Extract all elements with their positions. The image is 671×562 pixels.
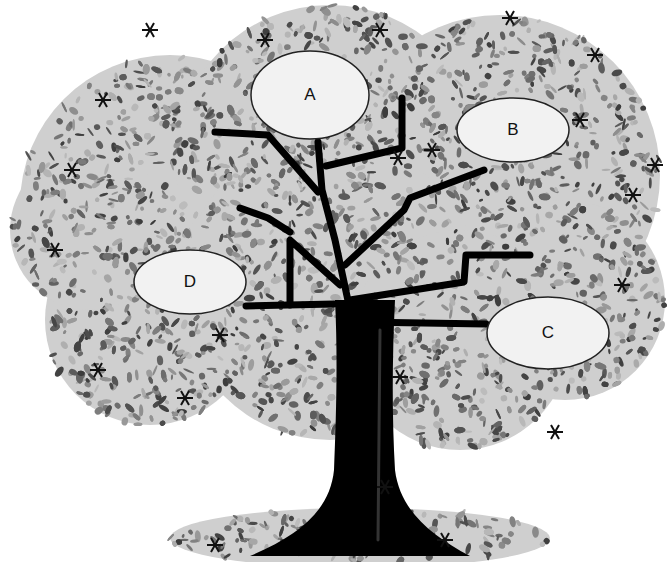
leaf-dot: [299, 153, 301, 161]
leaf-dot: [627, 299, 638, 301]
